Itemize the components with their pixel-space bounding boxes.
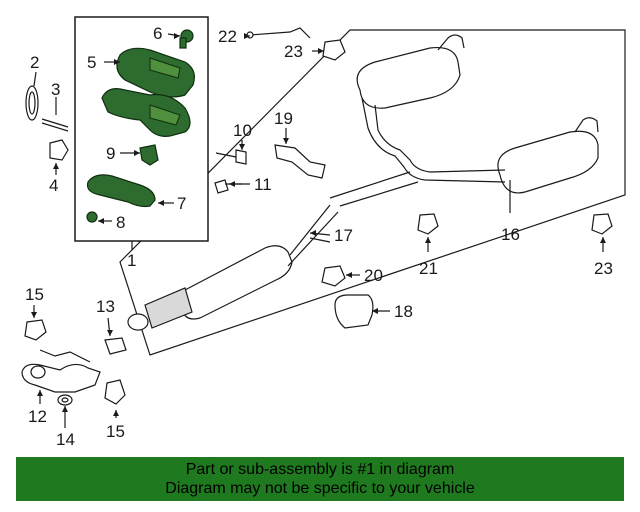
callout-17: 17 [334,226,353,245]
callout-12: 12 [28,407,47,426]
arrowheads [31,33,606,416]
callout-18: 18 [394,302,413,321]
callout-23-right: 23 [594,259,613,278]
callout-15-upper: 15 [25,285,44,304]
callout-20: 20 [364,266,383,285]
callout-5: 5 [87,53,96,72]
callout-19: 19 [274,109,293,128]
callout-23-upper: 23 [284,42,303,61]
catalytic-converter-highlighted-parts [86,29,195,223]
callout-4: 4 [49,176,58,195]
callout-8: 8 [116,213,125,232]
footer-banner: Part or sub-assembly is #1 in diagram Di… [16,457,624,501]
callout-15-lower: 15 [106,422,125,441]
rear-muffler-assembly [329,34,599,207]
callout-2: 2 [30,53,39,72]
hardware-parts [21,27,613,406]
footer-line-1: Part or sub-assembly is #1 in diagram [185,461,455,478]
callout-11: 11 [254,175,272,194]
callout-labels: 1 2 3 4 5 6 7 8 9 10 11 12 13 14 15 15 1… [25,24,613,449]
callout-1: 1 [127,251,136,270]
callout-22: 22 [218,27,237,46]
callout-13: 13 [96,297,115,316]
callout-10: 10 [233,121,252,140]
callout-6: 6 [153,24,162,43]
callout-16: 16 [501,225,520,244]
callout-14: 14 [56,430,75,449]
callout-7: 7 [177,194,186,213]
callout-21: 21 [419,259,438,278]
callout-9: 9 [106,144,115,163]
callout-3: 3 [51,80,60,99]
footer-line-2: Diagram may not be specific to your vehi… [165,480,475,497]
intermediate-pipe [127,204,339,331]
exhaust-system-diagram: 1 2 3 4 5 6 7 8 9 10 11 12 13 14 15 15 1… [21,16,626,449]
